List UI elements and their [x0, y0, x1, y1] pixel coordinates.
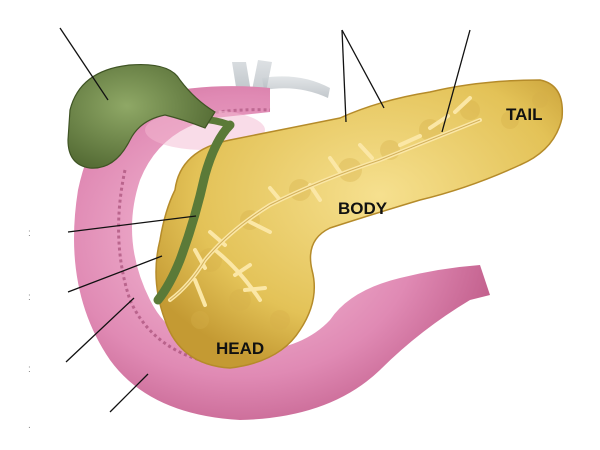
leader-line-1	[67, 215, 197, 233]
gallbladder	[67, 63, 216, 169]
label-tail: TAIL	[506, 105, 543, 124]
leader-lines	[59, 27, 471, 413]
edge-marks: : : : .	[28, 228, 31, 431]
svg-text:.: .	[28, 420, 31, 431]
leader-line-body	[341, 29, 347, 123]
label-head: HEAD	[216, 339, 264, 358]
svg-text::: :	[28, 364, 31, 375]
label-body: BODY	[338, 199, 388, 218]
leader-line-gallbladder	[59, 27, 109, 101]
leader-line-2	[67, 255, 163, 293]
svg-text::: :	[28, 228, 31, 239]
leader-line-tail-b	[441, 29, 471, 133]
common-bile-duct	[153, 120, 235, 305]
pancreas	[155, 79, 564, 369]
svg-text::: :	[28, 292, 31, 303]
leader-line-3	[65, 297, 135, 363]
leader-line-4	[109, 373, 149, 413]
leader-line-tail-a	[341, 29, 385, 109]
